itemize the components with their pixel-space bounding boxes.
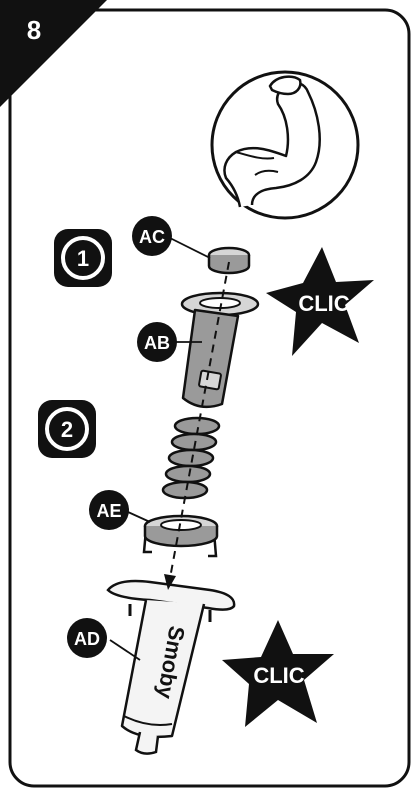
clic-label-1: CLIC: [298, 291, 349, 316]
part-code-ad-badge: AD: [67, 618, 107, 658]
step-1-badge: 1: [54, 229, 112, 287]
part-code-ab-badge: AB: [137, 322, 177, 362]
step-2-badge: 2: [38, 400, 96, 458]
step-2-label: 2: [61, 417, 73, 442]
part-code-ac-badge: AC: [132, 216, 172, 256]
flexed-arm-icon: [212, 72, 358, 218]
part-code-ac: AC: [139, 227, 165, 247]
part-code-ab: AB: [144, 333, 170, 353]
part-code-ad: AD: [74, 629, 100, 649]
step-1-label: 1: [77, 246, 89, 271]
part-ac-cap: [209, 248, 249, 273]
clic-label-2: CLIC: [253, 663, 304, 688]
part-code-ae-badge: AE: [89, 490, 129, 530]
part-code-ae: AE: [96, 501, 121, 521]
step-number: 8: [27, 15, 41, 45]
